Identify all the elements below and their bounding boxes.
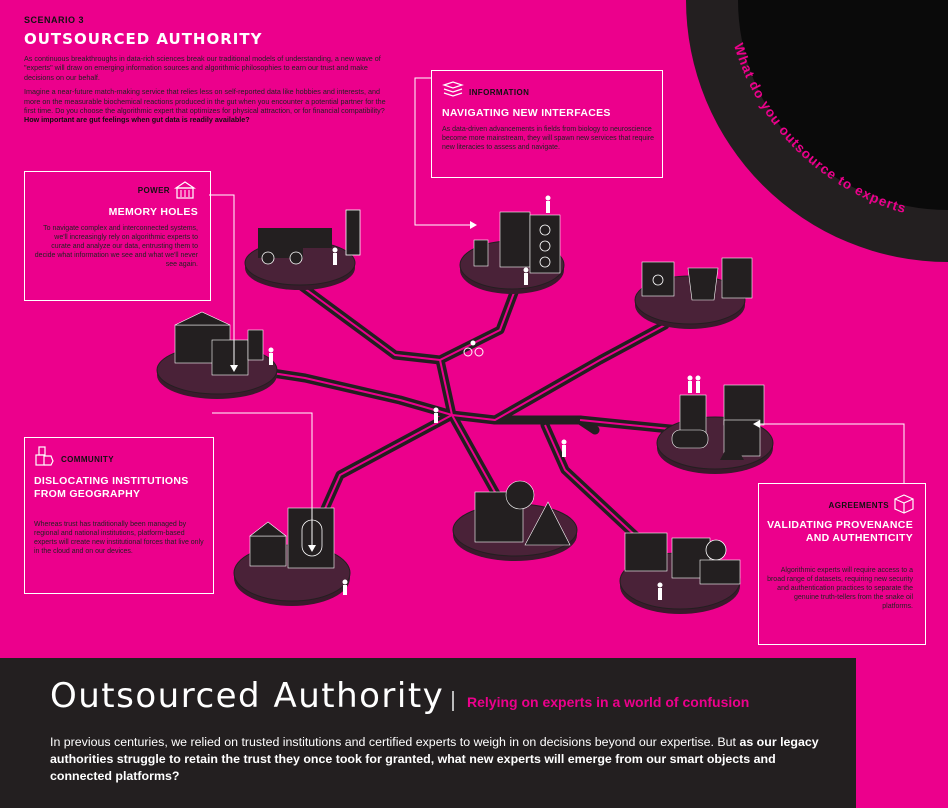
scenario-label: SCENARIO 3 — [24, 15, 85, 25]
callout-community-heading: DISLOCATING INSTITUTIONS FROM GEOGRAPHY — [34, 475, 189, 500]
callout-information-body: As data-driven advancements in fields fr… — [442, 126, 655, 151]
footer-body-regular: In previous centuries, we relied on trus… — [50, 735, 736, 749]
callout-agreements-body: Algorithmic experts will require access … — [767, 567, 913, 610]
callout-power-body: To navigate complex and interconnected s… — [34, 225, 198, 268]
intro-text: As continuous breakthroughs in data-rich… — [24, 54, 396, 130]
leader-arrowheads — [230, 221, 760, 552]
footer-body: In previous centuries, we relied on trus… — [50, 734, 820, 784]
platform-agreements — [656, 384, 774, 474]
footer-panel: Outsourced Authority Relying on experts … — [0, 658, 856, 808]
callout-agreements-heading: VALIDATING PROVENANCE AND AUTHENTICITY — [767, 519, 913, 544]
callout-power-heading: MEMORY HOLES — [108, 206, 198, 218]
building-icon — [174, 181, 196, 199]
footer-divider — [452, 691, 454, 711]
platform-information — [459, 211, 565, 294]
callout-information-tag: INFORMATION — [469, 88, 530, 97]
platform-memory — [244, 209, 361, 290]
platform-center — [452, 480, 578, 561]
hand-icon — [35, 446, 54, 466]
callout-agreements: AGREEMENTS VALIDATING PROVENANCE AND AUT… — [758, 483, 926, 645]
intro-paragraph-2-text: Imagine a near-future match-making servi… — [24, 87, 386, 116]
footer-title: Outsourced Authority — [50, 676, 445, 716]
callout-agreements-tag: AGREEMENTS — [828, 501, 889, 510]
platform-power — [156, 311, 278, 399]
scenario-title: OUTSOURCED AUTHORITY — [24, 30, 263, 48]
callout-power: POWER MEMORY HOLES To navigate complex a… — [24, 171, 211, 301]
cube-icon — [894, 494, 914, 514]
callout-information: INFORMATION NAVIGATING NEW INTERFACES As… — [431, 70, 663, 178]
callout-power-tag: POWER — [137, 186, 170, 195]
callout-community-tag: COMMUNITY — [61, 455, 114, 464]
callout-community: COMMUNITY DISLOCATING INSTITUTIONS FROM … — [24, 437, 214, 594]
footer-body-bold: as our legacy authorities struggle to re… — [50, 735, 819, 783]
people-figures — [268, 195, 701, 600]
layers-icon — [442, 81, 464, 97]
intro-paragraph-2: Imagine a near-future match-making servi… — [24, 87, 396, 125]
footer-subtitle: Relying on experts in a world of confusi… — [467, 694, 750, 710]
callout-community-body: Whereas trust has traditionally been man… — [34, 521, 204, 555]
callout-leader-lines — [209, 77, 905, 545]
callout-information-heading: NAVIGATING NEW INTERFACES — [442, 107, 611, 119]
platform-vault — [634, 257, 753, 329]
platform-devices — [619, 532, 741, 614]
platform-community — [233, 507, 351, 606]
intro-paragraph-1: As continuous breakthroughs in data-rich… — [24, 54, 381, 82]
intro-question: How important are gut feelings when gut … — [24, 115, 250, 125]
